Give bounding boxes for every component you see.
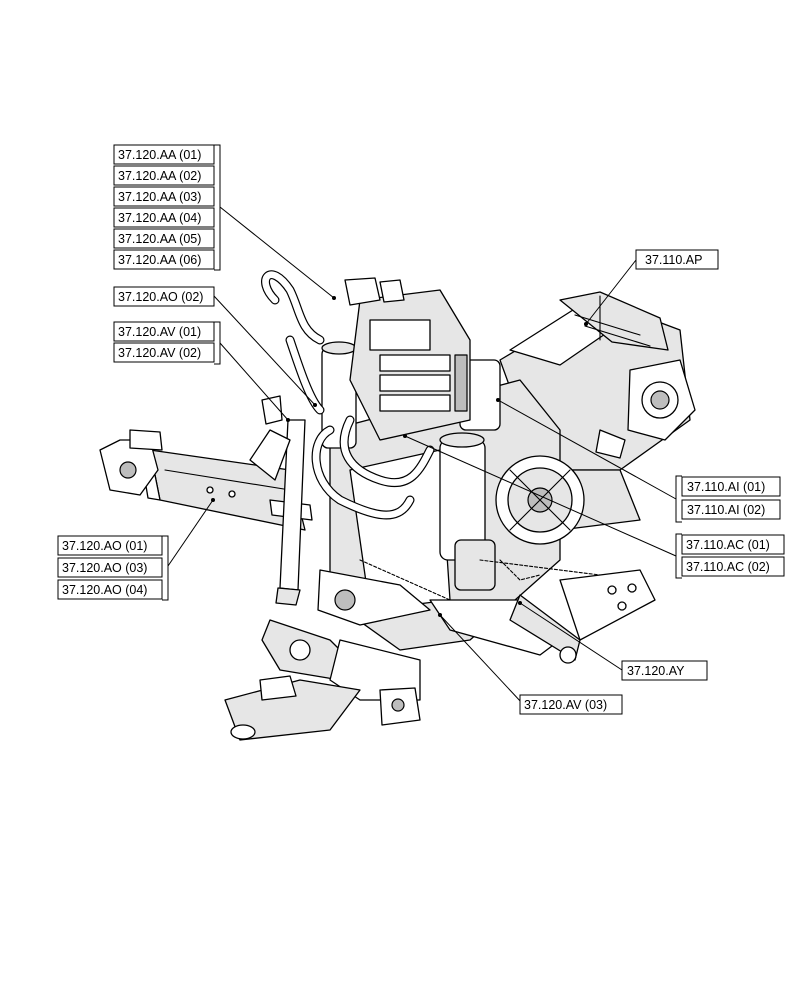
callout-ac-02[interactable]: 37.110.AC (02) <box>681 556 785 577</box>
callout-text: 37.120.AA (06) <box>118 253 201 267</box>
callout-group-ac: 37.110.AC (01) 37.110.AC (02) <box>681 534 785 577</box>
callout-aa-06[interactable]: 37.120.AA (06) <box>113 249 215 270</box>
callout-text: 37.120.AV (02) <box>118 346 201 360</box>
callout-aa-04[interactable]: 37.120.AA (04) <box>113 207 215 228</box>
callout-text: 37.110.AC (01) <box>686 538 770 552</box>
callout-aa-03[interactable]: 37.120.AA (03) <box>113 186 215 207</box>
callout-av-03[interactable]: 37.120.AV (03) <box>519 694 623 715</box>
callout-ao-03[interactable]: 37.120.AO (03) <box>57 557 163 578</box>
callout-text: 37.120.AY <box>627 664 685 678</box>
callout-ap[interactable]: 37.110.AP <box>635 249 719 270</box>
callout-aa-01[interactable]: 37.120.AA (01) <box>113 144 215 165</box>
lower-link-arms <box>317 569 656 664</box>
callout-text: 37.120.AA (04) <box>118 211 201 225</box>
callout-ac-01[interactable]: 37.110.AC (01) <box>681 534 785 555</box>
callout-text: 37.120.AO (03) <box>62 561 147 575</box>
callout-ai-01[interactable]: 37.110.AI (01) <box>681 476 781 497</box>
callout-text: 37.120.AA (01) <box>118 148 201 162</box>
check-chains <box>359 559 601 601</box>
drawbar-hitch <box>224 619 421 741</box>
callout-text: 37.110.AI (01) <box>687 480 765 494</box>
hitch-assembly-illustration <box>99 270 696 741</box>
callout-text: 37.120.AO (04) <box>62 583 147 597</box>
control-valve-block <box>344 277 471 441</box>
callout-group-ao-bottom: 37.120.AO (01) 37.120.AO (03) 37.120.AO … <box>57 535 163 600</box>
callout-av-01[interactable]: 37.120.AV (01) <box>113 321 215 342</box>
callout-ay[interactable]: 37.120.AY <box>621 660 708 681</box>
callout-text: 37.120.AO (02) <box>118 290 203 304</box>
callout-text: 37.120.AV (01) <box>118 325 201 339</box>
callout-group-aa: 37.120.AA (01) 37.120.AA (02) 37.120.AA … <box>113 144 215 270</box>
hydraulic-hoses <box>261 270 435 520</box>
callout-text: 37.120.AV (03) <box>524 698 607 712</box>
leader-lines <box>162 144 682 704</box>
callout-group-av: 37.120.AV (01) 37.120.AV (02) <box>113 321 215 363</box>
callout-text: 37.120.AA (03) <box>118 190 201 204</box>
callout-aa-05[interactable]: 37.120.AA (05) <box>113 228 215 249</box>
callout-av-02[interactable]: 37.120.AV (02) <box>113 342 215 363</box>
callout-text: 37.120.AA (02) <box>118 169 201 183</box>
callout-ao-04[interactable]: 37.120.AO (04) <box>57 579 163 600</box>
callout-text: 37.120.AA (05) <box>118 232 201 246</box>
callout-aa-02[interactable]: 37.120.AA (02) <box>113 165 215 186</box>
callout-text: 37.110.AC (02) <box>686 560 770 574</box>
callout-ao-01[interactable]: 37.120.AO (01) <box>57 535 163 556</box>
callout-group-ai: 37.110.AI (01) 37.110.AI (02) <box>681 476 781 520</box>
callout-ai-02[interactable]: 37.110.AI (02) <box>681 499 781 520</box>
lift-cylinder-left <box>249 395 306 606</box>
callout-text: 37.110.AP <box>645 253 702 267</box>
callout-ao-02[interactable]: 37.120.AO (02) <box>113 286 215 307</box>
callout-text: 37.110.AI (02) <box>687 503 765 517</box>
callout-text: 37.120.AO (01) <box>62 539 147 553</box>
